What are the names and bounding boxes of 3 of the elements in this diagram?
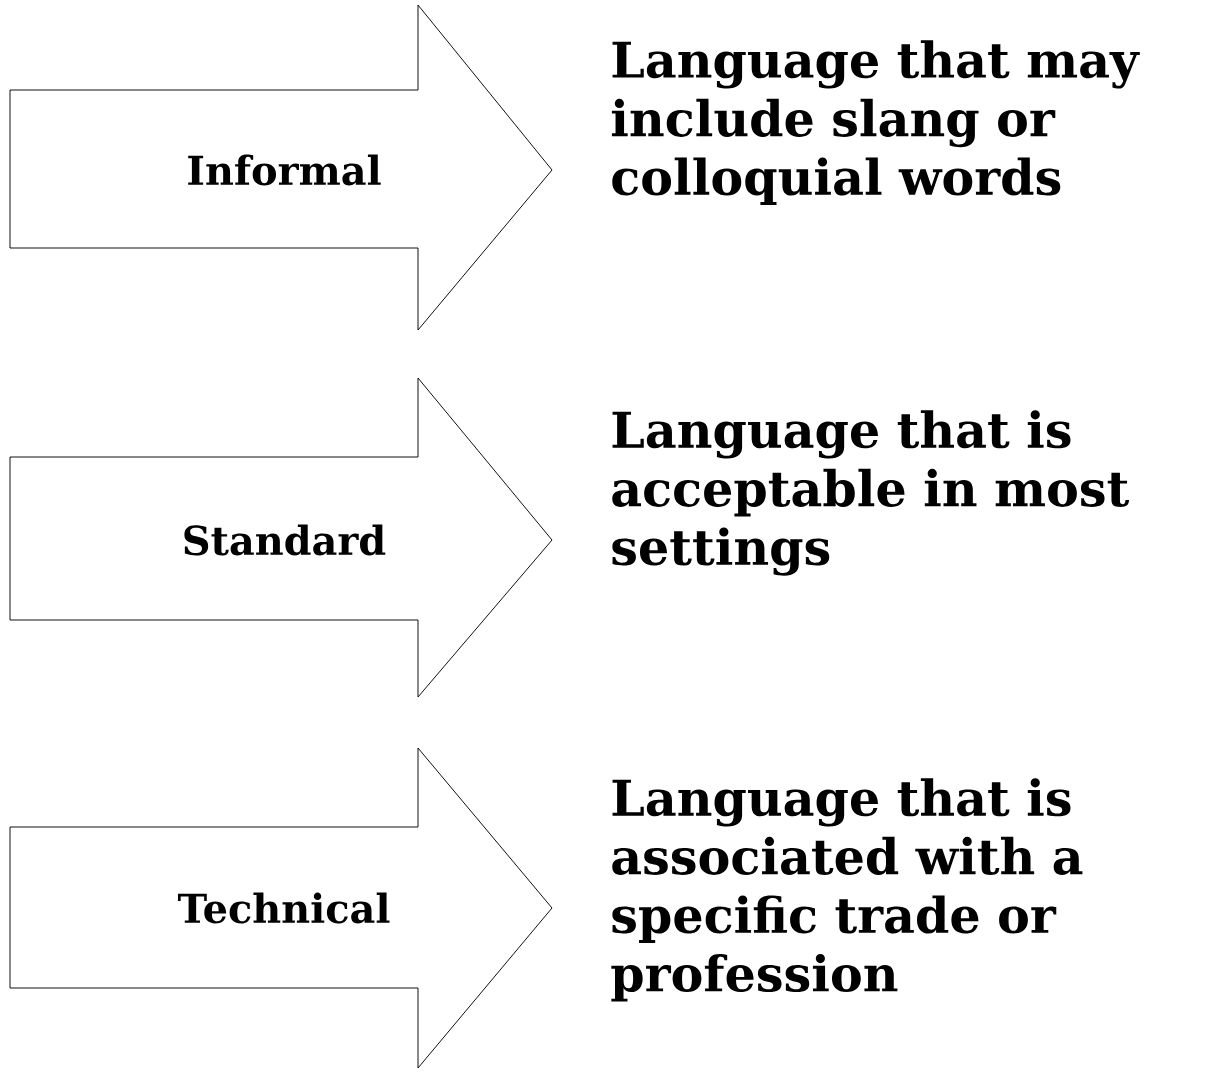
- description-text: Language that is acceptable in most settings: [612, 410, 1130, 576]
- description-text: Language that is associated with a specific trade or profession: [611, 778, 1083, 1002]
- description-text: Language that may include slang or colloquial words: [611, 40, 1140, 205]
